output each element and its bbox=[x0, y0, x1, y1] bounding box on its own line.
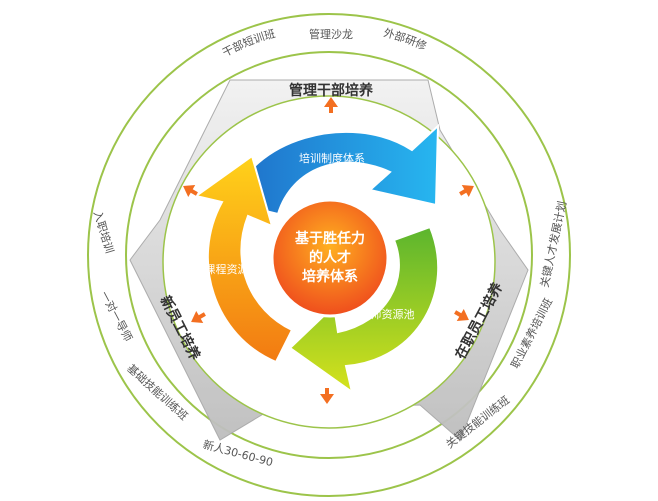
center-title-line2: 的人才 bbox=[309, 249, 351, 266]
orange-cycle-arrow bbox=[193, 154, 294, 364]
cycle-top-label: 培训制度体系 bbox=[299, 151, 365, 165]
cycle-left-label: 课程资源池 bbox=[205, 262, 260, 276]
pointer-arrow-downright-icon bbox=[454, 308, 469, 322]
center-circle bbox=[270, 198, 390, 318]
outer-label-top-left: 干部短训班 bbox=[220, 27, 276, 59]
pointer-arrow-downleft-icon bbox=[191, 310, 206, 324]
pointer-arrow-upleft-icon bbox=[183, 184, 198, 198]
outer-label-left-upper: 入职培训 bbox=[91, 209, 117, 255]
center-title-line3: 培养体系 bbox=[302, 268, 358, 285]
outer-ring bbox=[87, 13, 571, 497]
blue-cycle-arrow bbox=[231, 123, 440, 216]
outer-label-right-middle: 职业素养培训班 bbox=[508, 296, 555, 371]
green-cycle-arrow bbox=[288, 225, 440, 395]
outer-label-bottom-left: 新人30-60-90 bbox=[201, 437, 274, 469]
pointer-arrow-down-icon bbox=[320, 388, 334, 404]
pointer-arrow-upright-icon bbox=[459, 184, 474, 198]
outer-label-right-upper: 关键人才发展计划 bbox=[537, 200, 569, 289]
middle-ring bbox=[125, 51, 533, 459]
outer-label-left-lower: 基础技能训练班 bbox=[124, 361, 191, 423]
outer-label-top-center: 管理沙龙 bbox=[309, 27, 353, 41]
center-title-line1: 基于胜任力 bbox=[295, 230, 365, 247]
outer-label-top-right: 外部研修 bbox=[382, 26, 429, 53]
cycle-right-label: 讲师资源池 bbox=[360, 307, 415, 321]
pointer-arrow-up-icon bbox=[324, 97, 338, 113]
section-top-label: 管理干部培养 bbox=[289, 82, 374, 99]
